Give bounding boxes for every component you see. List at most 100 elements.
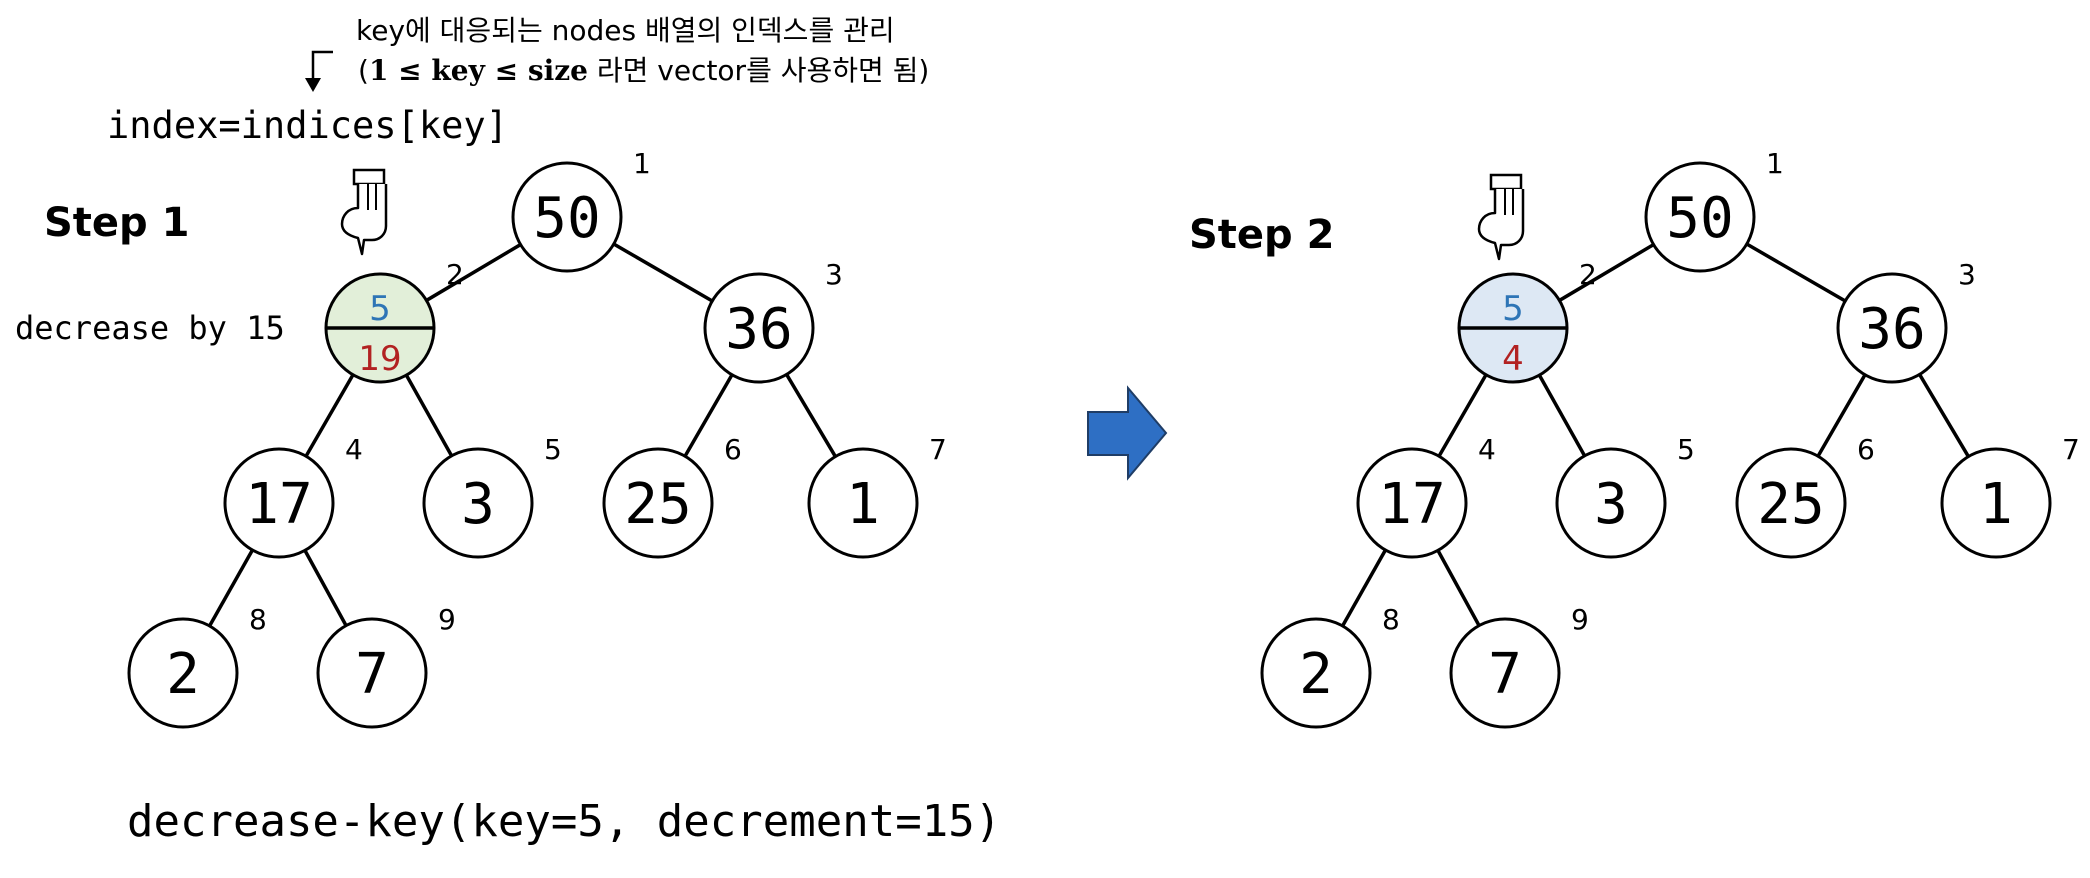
node-index: 5 xyxy=(1677,433,1695,466)
tree-edge xyxy=(683,373,734,458)
node-index: 7 xyxy=(929,433,947,466)
heap-node: 35 xyxy=(422,433,562,559)
heap-node: 5 4 2 xyxy=(1457,258,1597,384)
node-value: 7 xyxy=(1488,642,1522,707)
node-index: 4 xyxy=(345,433,363,466)
node-value: 4 xyxy=(1502,339,1524,379)
node-index: 2 xyxy=(1579,258,1597,291)
tree-edge xyxy=(404,374,454,457)
tree-edge xyxy=(1918,373,1970,458)
node-value: 7 xyxy=(355,642,389,707)
node-index: 4 xyxy=(1478,433,1496,466)
node-index: 8 xyxy=(1382,603,1400,636)
node-circle xyxy=(1555,447,1667,559)
heap-node: 50 1 xyxy=(1644,147,1784,273)
node-circle xyxy=(703,272,815,384)
node-index: 3 xyxy=(825,258,843,291)
node-value: 1 xyxy=(846,472,880,537)
heap-node: 36 3 xyxy=(1836,258,1976,384)
node-key: 5 xyxy=(1502,289,1524,329)
node-index: 8 xyxy=(249,603,267,636)
node-circle xyxy=(1260,617,1372,729)
node-index: 6 xyxy=(1857,433,1875,466)
node-index: 6 xyxy=(724,433,742,466)
node-circle xyxy=(223,447,335,559)
node-value: 36 xyxy=(725,297,792,362)
tree-edge xyxy=(425,243,522,302)
heap-node: 28 xyxy=(127,603,267,729)
function-call: decrease-key(key=5, decrement=15) xyxy=(127,796,1001,847)
tree-edge xyxy=(1341,549,1387,627)
node-index: 9 xyxy=(438,603,456,636)
pointing-hand-icon xyxy=(1477,173,1525,261)
node-circle xyxy=(422,447,534,559)
node-value: 3 xyxy=(461,472,495,537)
node-value: 2 xyxy=(1299,642,1333,707)
right-arrow-icon xyxy=(1087,385,1168,481)
node-index: 9 xyxy=(1571,603,1589,636)
tree-edge xyxy=(303,549,348,627)
heap-node: 79 xyxy=(316,603,456,729)
tree-edge xyxy=(208,549,254,627)
node-circle xyxy=(1940,447,2052,559)
heap-node: 79 xyxy=(1449,603,1589,729)
heap-node: 36 3 xyxy=(703,258,843,384)
heap-node: 17 4 xyxy=(223,433,363,559)
node-index: 1 xyxy=(1766,147,1784,180)
node-value: 17 xyxy=(245,472,312,537)
node-circle xyxy=(511,161,623,273)
decrease-note: decrease by 15 xyxy=(15,309,285,347)
heap-node: 17 xyxy=(807,433,947,559)
heap-node: 35 xyxy=(1555,433,1695,559)
tree-edge xyxy=(1558,243,1655,302)
heap-node: 28 xyxy=(1260,603,1400,729)
tree-edge xyxy=(304,373,355,458)
node-circle xyxy=(127,617,239,729)
node-value: 36 xyxy=(1858,297,1925,362)
node-value: 25 xyxy=(624,472,691,537)
pointing-hand-icon xyxy=(340,168,388,256)
node-circle xyxy=(1449,617,1561,729)
node-value: 17 xyxy=(1378,472,1445,537)
node-value: 25 xyxy=(1757,472,1824,537)
bent-arrow-icon xyxy=(305,50,333,92)
node-key: 5 xyxy=(369,289,391,329)
tree-edge xyxy=(785,373,837,458)
node-value: 2 xyxy=(166,642,200,707)
annotation-line-2-open: ( xyxy=(358,54,369,87)
heap-node: 501 xyxy=(511,147,651,273)
node-index: 2 xyxy=(446,258,464,291)
heap-node: 17 4 xyxy=(1356,433,1496,559)
heap-node: 25 6 xyxy=(1735,433,1875,559)
node-circle xyxy=(1836,272,1948,384)
node-circle xyxy=(1356,447,1468,559)
node-index: 7 xyxy=(2062,433,2080,466)
step-1-label: Step 1 xyxy=(44,200,189,246)
node-circle xyxy=(316,617,428,729)
tree-edge xyxy=(1816,373,1867,458)
node-circle xyxy=(602,447,714,559)
node-value: 50 xyxy=(1666,186,1733,251)
annotation-math: 1 ≤ key ≤ size xyxy=(369,54,588,87)
node-circle xyxy=(1735,447,1847,559)
node-value: 50 xyxy=(533,186,600,251)
heap-node: 17 xyxy=(1940,433,2080,559)
annotation-line-2: (1 ≤ key ≤ size 라면 vector를 사용하면 됨) xyxy=(358,54,929,87)
index-expression: index=indices[key] xyxy=(107,104,508,147)
node-value: 3 xyxy=(1594,472,1628,537)
tree-edge xyxy=(612,242,714,303)
heap-node: 25 6 xyxy=(602,433,742,559)
node-index: 3 xyxy=(1958,258,1976,291)
tree-edge xyxy=(1745,242,1847,303)
node-value: 19 xyxy=(358,339,401,379)
tree-edge xyxy=(1436,549,1481,627)
tree-edge xyxy=(1437,373,1488,458)
tree-edge xyxy=(1537,374,1587,457)
node-index: 5 xyxy=(544,433,562,466)
node-circle xyxy=(1644,161,1756,273)
annotation-line-2-rest: 라면 vector를 사용하면 됨) xyxy=(588,54,929,87)
step-2-label: Step 2 xyxy=(1189,212,1334,258)
